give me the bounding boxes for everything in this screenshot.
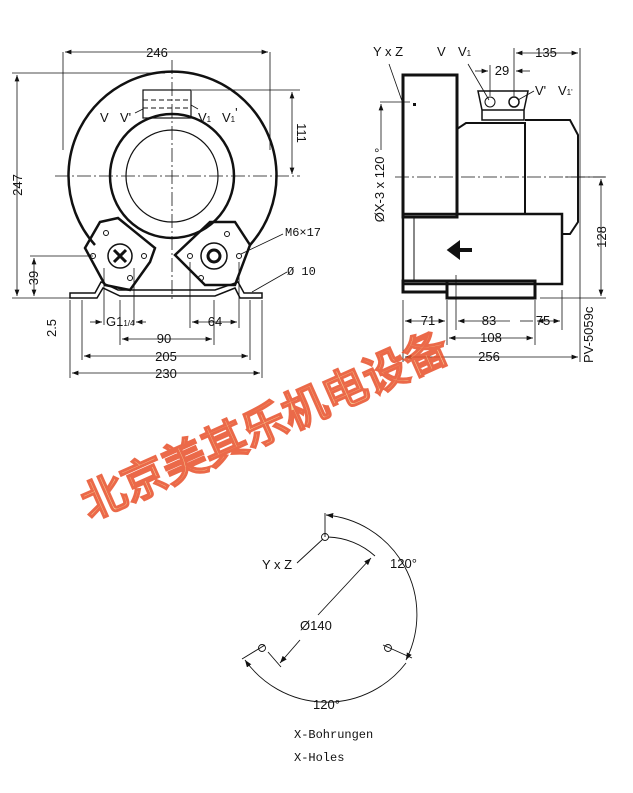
watermark: 北京美其乐机电设备	[74, 322, 457, 530]
hole-pattern-labels: Y x Z 120° 120° Ø140 X-Bohrungen X-Holes	[262, 556, 417, 765]
dim-height: 247	[10, 174, 25, 196]
dim-75: 75	[536, 313, 550, 328]
dim-71: 71	[421, 313, 435, 328]
dim-plate: 2.5	[44, 319, 59, 337]
angle-top: 120°	[390, 556, 417, 571]
pump-housing	[401, 73, 459, 219]
dim-256: 256	[478, 349, 500, 364]
dim-bolt-circle: ØX-3 x 120 °	[372, 148, 387, 223]
caption-de: X-Bohrungen	[294, 728, 373, 742]
angle-bottom: 120°	[313, 697, 340, 712]
dim-thread: G11/4	[106, 314, 135, 329]
dim-hole-spacing: 64	[208, 314, 222, 329]
right-port-flange	[173, 220, 252, 287]
label-v1: V1	[198, 110, 212, 125]
silencer-box	[401, 212, 564, 286]
screw-label: M6×17	[285, 226, 321, 240]
label-v1-prime: V1'	[558, 83, 573, 98]
top-nozzle	[477, 90, 529, 121]
label-yxz: Y x Z	[262, 557, 292, 572]
dim-width: 246	[146, 45, 168, 60]
dim-108: 108	[480, 330, 502, 345]
dim-83: 83	[482, 313, 496, 328]
dim-128: 128	[594, 226, 609, 248]
diameter-label: Ø140	[300, 618, 332, 633]
front-view	[12, 49, 300, 378]
motor-body	[456, 122, 526, 214]
front-view-labels: 246 247 111 39 2.5 G11/4 64 90 205 230 V…	[10, 45, 321, 381]
hole-label: Ø 10	[287, 265, 316, 279]
label-v1-prime: V1'	[222, 105, 238, 125]
side-view-labels: Y x Z V V1 V' V1' 135 29 ØX-3 x 120 ° 12…	[372, 44, 609, 364]
hole-pattern	[241, 512, 418, 703]
dim-port-spacing: 90	[157, 331, 171, 346]
base-plate	[401, 279, 449, 294]
dim-135: 135	[535, 45, 557, 60]
drawing-code: PV-5059c	[581, 306, 596, 363]
flow-arrow-icon	[446, 240, 472, 260]
dim-foot-height: 39	[26, 271, 41, 285]
x-mark-icon	[112, 248, 128, 264]
dim-mount-230: 230	[155, 366, 177, 381]
label-v: V	[100, 110, 109, 125]
base-plate	[69, 281, 263, 299]
caption-en: X-Holes	[294, 751, 344, 765]
label-yxz: Y x Z	[373, 44, 403, 59]
motor-fan-cover	[525, 119, 579, 235]
label-v-prime: V'	[535, 83, 546, 98]
top-nozzle	[142, 89, 192, 119]
label-v-prime: V'	[120, 110, 131, 125]
label-v: V	[437, 44, 446, 59]
dim-mount-205: 205	[155, 349, 177, 364]
housing-outline	[67, 70, 278, 246]
label-v1: V1	[458, 44, 472, 59]
side-view	[378, 48, 606, 362]
dim-top-offset: 111	[294, 123, 309, 143]
dim-29: 29	[495, 63, 509, 78]
